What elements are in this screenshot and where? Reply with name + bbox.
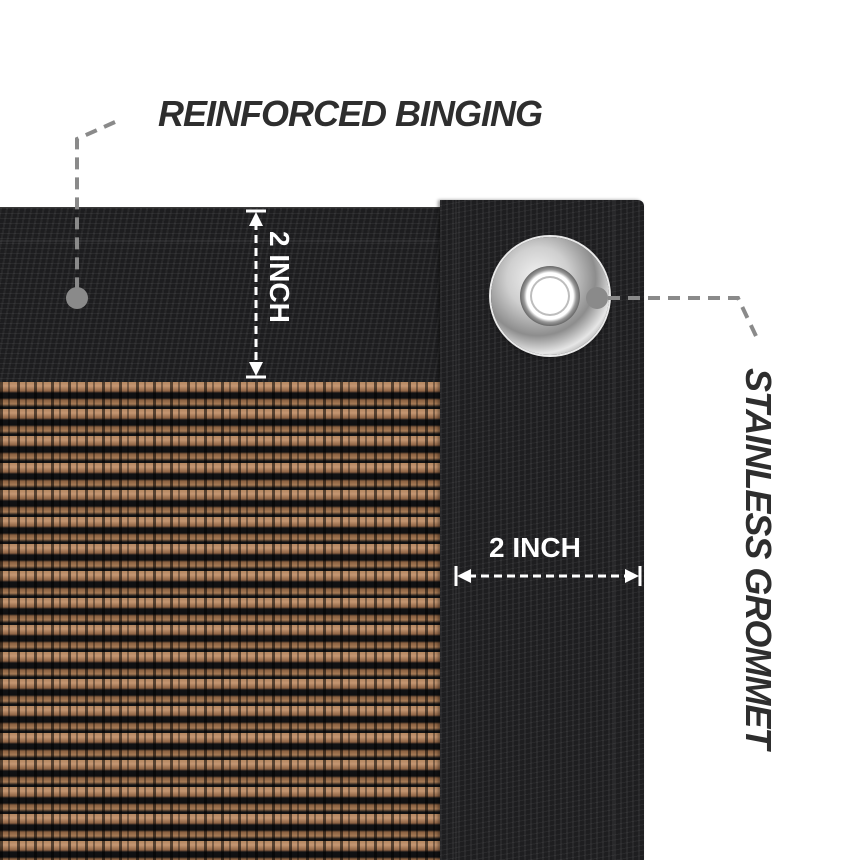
grommet-leader	[608, 296, 758, 337]
horizontal-dimension-arrow	[454, 566, 642, 586]
reinforced-binding-callout-dot	[66, 287, 88, 309]
right-binding-seam-right	[612, 200, 614, 860]
grommet-callout-dot	[586, 287, 608, 309]
brown-shade-mesh	[0, 382, 450, 860]
top-binding-seam	[0, 240, 452, 242]
grommet-hole	[530, 276, 570, 316]
right-binding-seam-left	[455, 200, 457, 860]
side-binding-dimension-label: 2 INCH	[489, 532, 581, 563]
stainless-grommet-label: STAINLESS GROMMET	[738, 368, 779, 749]
top-binding-dimension-label: 2 INCH	[264, 231, 295, 323]
mesh-texture-overlay	[0, 382, 450, 860]
vertical-dimension-arrow	[246, 209, 266, 379]
reinforced-binding-leader	[75, 120, 116, 290]
top-binding-strip	[0, 207, 452, 384]
reinforced-binding-label: REINFORCED BINGING	[158, 93, 543, 134]
right-binding-strip	[440, 200, 644, 860]
